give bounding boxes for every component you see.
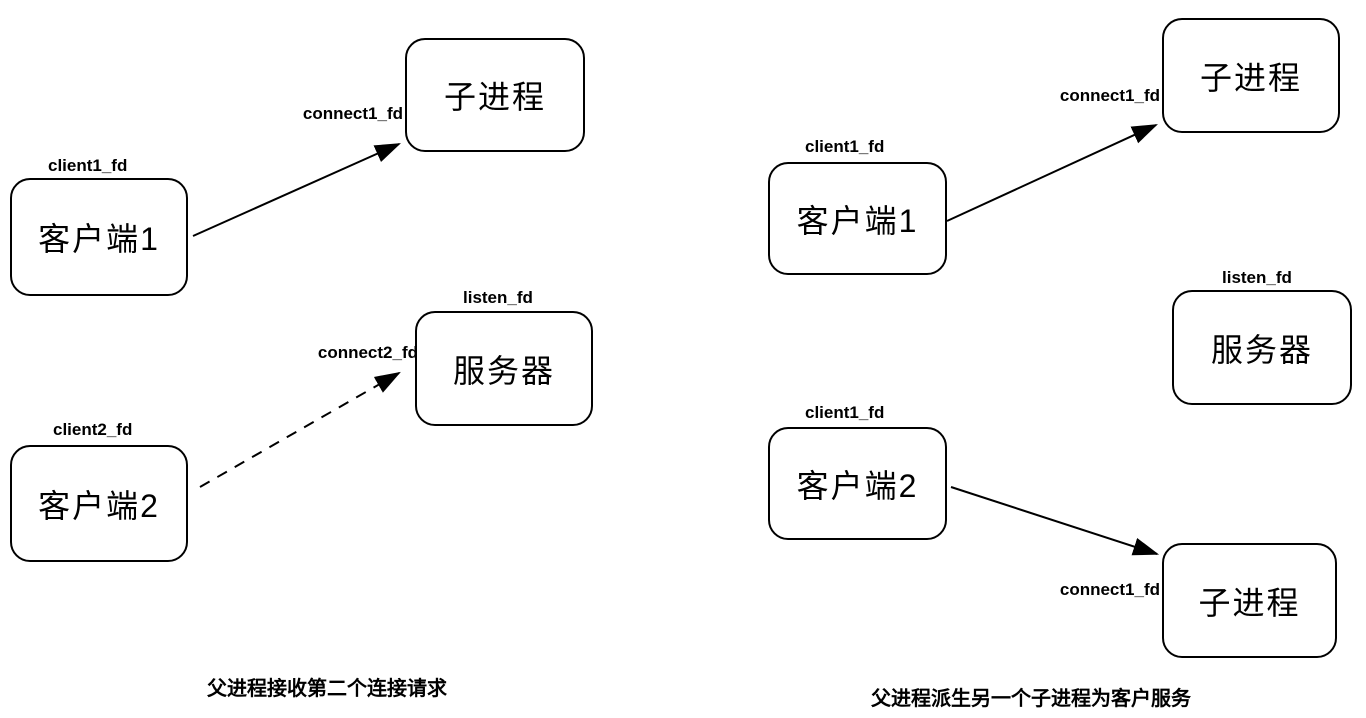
right-server-label: 服务器 xyxy=(1210,331,1313,368)
right-client2-label: 客户端2 xyxy=(796,467,919,504)
edge-right-connect1-bottom xyxy=(950,486,1160,556)
right-server-box: 服务器 xyxy=(1172,290,1352,405)
right-client2-box: 客户端2 xyxy=(768,427,947,540)
right-connect1-fd-bottom-label: connect1_fd xyxy=(1059,580,1160,599)
right-listen-fd-label: listen_fd xyxy=(1222,268,1292,287)
right-child-process-top-label: 子进程 xyxy=(1199,59,1302,96)
right-client1-fd-label: client1_fd xyxy=(805,137,885,156)
right-child-process-top-box: 子进程 xyxy=(1162,18,1340,133)
left-child-process-box: 子进程 xyxy=(405,38,585,152)
left-client1-box: 客户端1 xyxy=(10,178,188,296)
right-child-process-bottom-box: 子进程 xyxy=(1162,543,1337,658)
left-client1-label: 客户端1 xyxy=(38,221,160,257)
left-server-box: 服务器 xyxy=(415,311,593,426)
left-child-process-label: 子进程 xyxy=(443,79,546,115)
left-client2-box: 客户端2 xyxy=(10,445,188,562)
edge-left-connect1 xyxy=(192,143,401,237)
left-client2-label: 客户端2 xyxy=(38,487,160,524)
left-client1-fd-label: client1_fd xyxy=(48,156,128,175)
right-client1-label: 客户端1 xyxy=(796,202,919,239)
left-client2-fd-label: client2_fd xyxy=(53,420,133,439)
right-diagram-caption: 父进程派生另一个子进程为客户服务 xyxy=(871,688,1191,710)
right-client2-fd-label: client1_fd xyxy=(805,403,885,422)
right-connect1-fd-top-label: connect1_fd xyxy=(1059,86,1160,105)
right-client1-box: 客户端1 xyxy=(768,162,947,275)
left-connect2-fd-label: connect2_fd xyxy=(317,343,418,362)
right-child-process-bottom-label: 子进程 xyxy=(1198,584,1301,621)
left-listen-fd-label: listen_fd xyxy=(463,288,533,307)
left-server-label: 服务器 xyxy=(452,352,555,389)
left-diagram-caption: 父进程接收第二个连接请求 xyxy=(207,678,447,700)
edge-left-connect2 xyxy=(199,371,401,488)
left-connect1-fd-label: connect1_fd xyxy=(302,104,403,123)
edge-right-connect1-top xyxy=(946,124,1158,222)
